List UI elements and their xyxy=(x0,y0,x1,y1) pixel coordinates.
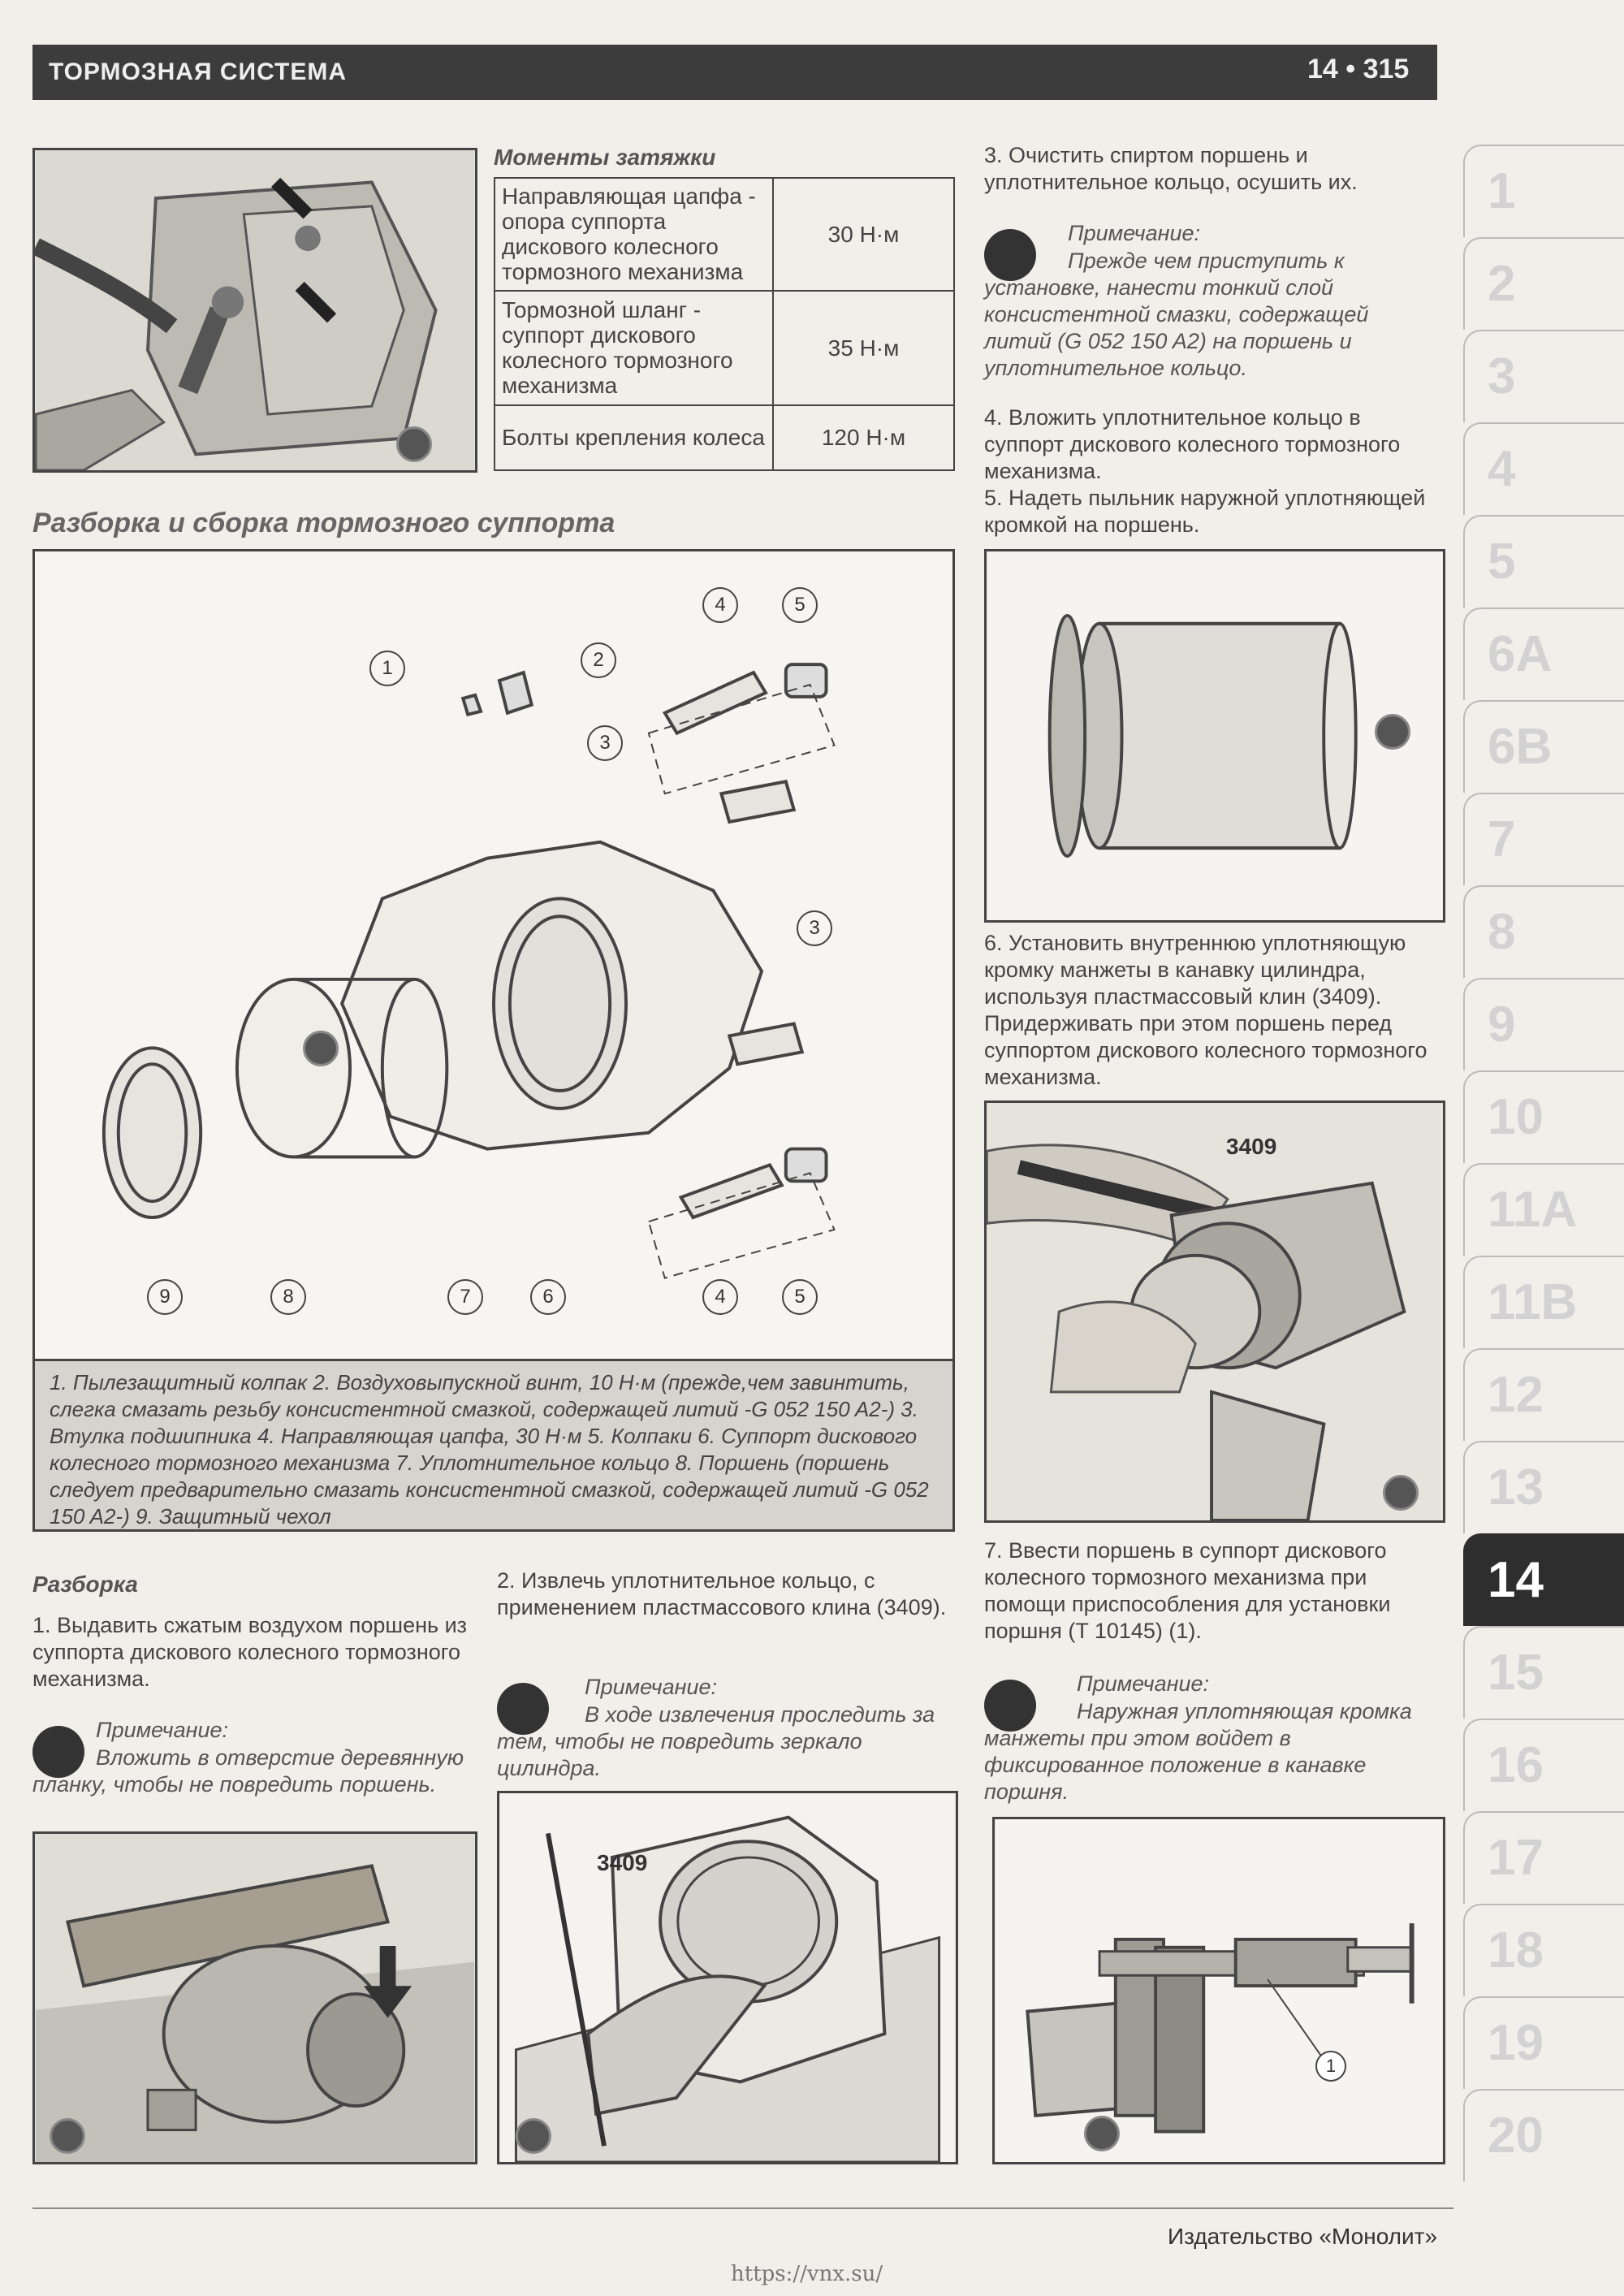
piston-removal-illustration xyxy=(36,1834,474,2162)
note-1-text: Вложить в отверстие деревянную планку, ч… xyxy=(32,1745,464,1797)
callout-5b: 5 xyxy=(782,1279,818,1315)
note-lightbulb-icon xyxy=(984,1680,1036,1732)
publisher-logo-icon xyxy=(1383,1475,1419,1511)
exploded-diagram: 1 2 3 4 5 3 9 8 7 6 4 5 xyxy=(32,549,955,1361)
publisher-logo-icon xyxy=(303,1031,339,1066)
note-2-label: Примечание: xyxy=(585,1675,717,1699)
torque-label: Болты крепления колеса xyxy=(494,404,774,472)
tab-3[interactable]: 3 xyxy=(1463,330,1624,422)
note-7-text: Наружная уплотняющая кромка манжеты при … xyxy=(984,1699,1412,1804)
photo-piston-dust-boot xyxy=(984,549,1445,923)
piston-installation-tool-illustration xyxy=(995,1819,1443,2162)
tab-6b[interactable]: 6B xyxy=(1463,700,1624,793)
diagram-callouts: 1 2 3 4 5 3 9 8 7 6 4 5 xyxy=(35,551,952,1359)
chapter-tabs: 1 2 3 4 5 6A 6B 7 8 9 10 11A 11B 12 13 1… xyxy=(1463,145,1624,2181)
torque-label: Направляющая цапфа - опора суппорта диск… xyxy=(494,177,774,292)
caliper-exploded-view xyxy=(102,663,836,1279)
callout-8: 8 xyxy=(270,1279,306,1315)
torque-value: 30 Н·м xyxy=(772,177,955,292)
publisher-logo-icon xyxy=(1375,714,1410,750)
step-1-text: 1. Выдавить сжатым воздухом поршень из с… xyxy=(32,1613,468,1691)
footer-publisher: Издательство «Монолит» xyxy=(1168,2224,1438,2249)
table-row: Направляющая цапфа - опора суппорта диск… xyxy=(494,177,955,292)
tool-label-3409: 3409 xyxy=(597,1850,648,1875)
tab-2[interactable]: 2 xyxy=(1463,237,1624,330)
tab-13[interactable]: 13 xyxy=(1463,1441,1624,1533)
disassembly-title: Разборка xyxy=(32,1572,138,1597)
publisher-logo-icon xyxy=(396,426,432,462)
publisher-logo-icon xyxy=(1084,2116,1120,2151)
tab-1[interactable]: 1 xyxy=(1463,145,1624,237)
step-3-text: 3. Очистить спиртом поршень и уплотнител… xyxy=(984,143,1358,194)
tab-11a[interactable]: 11A xyxy=(1463,1163,1624,1256)
step-7-text: 7. Ввести поршень в суппорт дискового ко… xyxy=(984,1538,1391,1643)
tab-20[interactable]: 20 xyxy=(1463,2089,1624,2181)
footer-divider xyxy=(32,2207,1453,2209)
tab-11b[interactable]: 11B xyxy=(1463,1256,1624,1348)
tab-9[interactable]: 9 xyxy=(1463,978,1624,1070)
table-row: Тормозной шланг - суппорт дискового коле… xyxy=(494,289,955,406)
callout-4: 4 xyxy=(702,587,738,623)
callout-6: 6 xyxy=(530,1279,566,1315)
section-title: Разборка и сборка тормозного суппорта xyxy=(32,508,615,538)
callout-1: 1 xyxy=(369,651,405,686)
publisher-logo-icon xyxy=(516,2118,551,2154)
step-4-text: 4. Вложить уплотнительное кольцо в суппо… xyxy=(984,405,1401,483)
header-bar xyxy=(32,45,1437,100)
tab-12[interactable]: 12 xyxy=(1463,1348,1624,1441)
tab-6a[interactable]: 6A xyxy=(1463,608,1624,700)
note-1-label: Примечание: xyxy=(96,1718,228,1742)
tab-8[interactable]: 8 xyxy=(1463,885,1624,978)
publisher-logo-icon xyxy=(50,2118,85,2154)
diagram-caption: 1. Пылезащитный колпак 2. Воздуховыпускн… xyxy=(32,1361,955,1532)
caliper-mount-illustration xyxy=(35,150,474,470)
tab-7[interactable]: 7 xyxy=(1463,793,1624,885)
callout-2: 2 xyxy=(581,642,616,678)
seal-installation-illustration xyxy=(987,1103,1443,1520)
note-7-label: Примечание: xyxy=(1077,1671,1209,1696)
note-3-text: Прежде чем приступить к установке, нанес… xyxy=(984,249,1369,380)
note-lightbulb-icon xyxy=(497,1683,549,1735)
note-lightbulb-icon xyxy=(984,229,1036,281)
note-3-label: Примечание: xyxy=(1068,221,1200,245)
callout-5: 5 xyxy=(782,587,818,623)
torque-value: 120 Н·м xyxy=(772,404,955,472)
tool-label-3409: 3409 xyxy=(1226,1134,1277,1159)
callout-9: 9 xyxy=(147,1279,183,1315)
tab-16[interactable]: 16 xyxy=(1463,1719,1624,1811)
torque-table-title: Моменты затяжки xyxy=(494,145,716,170)
note-lightbulb-icon xyxy=(32,1726,84,1778)
callout-1: 1 xyxy=(1315,2051,1346,2082)
table-row: Болты крепления колеса 120 Н·м xyxy=(494,404,955,472)
piston-dust-boot-illustration xyxy=(987,551,1443,920)
section-header-title: ТОРМОЗНАЯ СИСТЕМА xyxy=(49,58,348,85)
tab-15[interactable]: 15 xyxy=(1463,1626,1624,1719)
tab-5[interactable]: 5 xyxy=(1463,515,1624,608)
photo-caliper-mount xyxy=(32,148,477,473)
photo-piston-installation-tool: 1 xyxy=(992,1817,1445,2164)
step-2-text: 2. Извлечь уплотнительное кольцо, с прим… xyxy=(497,1568,947,1619)
callout-7: 7 xyxy=(447,1279,483,1315)
torque-value: 35 Н·м xyxy=(772,289,955,406)
step-5-text: 5. Надеть пыльник наружной уплотняющей к… xyxy=(984,486,1426,537)
tab-18[interactable]: 18 xyxy=(1463,1904,1624,1996)
callout-3b: 3 xyxy=(797,910,832,946)
torque-label: Тормозной шланг - суппорт дискового коле… xyxy=(494,289,774,406)
note-2-text: В ходе извлечения проследить за тем, что… xyxy=(497,1702,935,1780)
photo-seal-extraction: 3409 xyxy=(497,1791,958,2164)
footer-url-link[interactable]: https://vnx.su/ xyxy=(731,2262,883,2286)
callout-4b: 4 xyxy=(702,1279,738,1315)
photo-seal-installation: 3409 xyxy=(984,1100,1445,1523)
page-number: 14 • 315 xyxy=(1307,54,1410,84)
step-6-text: 6. Установить внутреннюю уплотняющую кро… xyxy=(984,931,1427,1089)
tab-14[interactable]: 14 xyxy=(1463,1533,1624,1626)
tab-17[interactable]: 17 xyxy=(1463,1811,1624,1904)
seal-extraction-illustration xyxy=(499,1793,956,2162)
tab-19[interactable]: 19 xyxy=(1463,1996,1624,2089)
callout-3: 3 xyxy=(587,725,623,761)
tab-4[interactable]: 4 xyxy=(1463,422,1624,515)
tab-10[interactable]: 10 xyxy=(1463,1070,1624,1163)
photo-piston-removal xyxy=(32,1831,477,2164)
torque-table: Направляющая цапфа - опора суппорта диск… xyxy=(494,177,955,472)
